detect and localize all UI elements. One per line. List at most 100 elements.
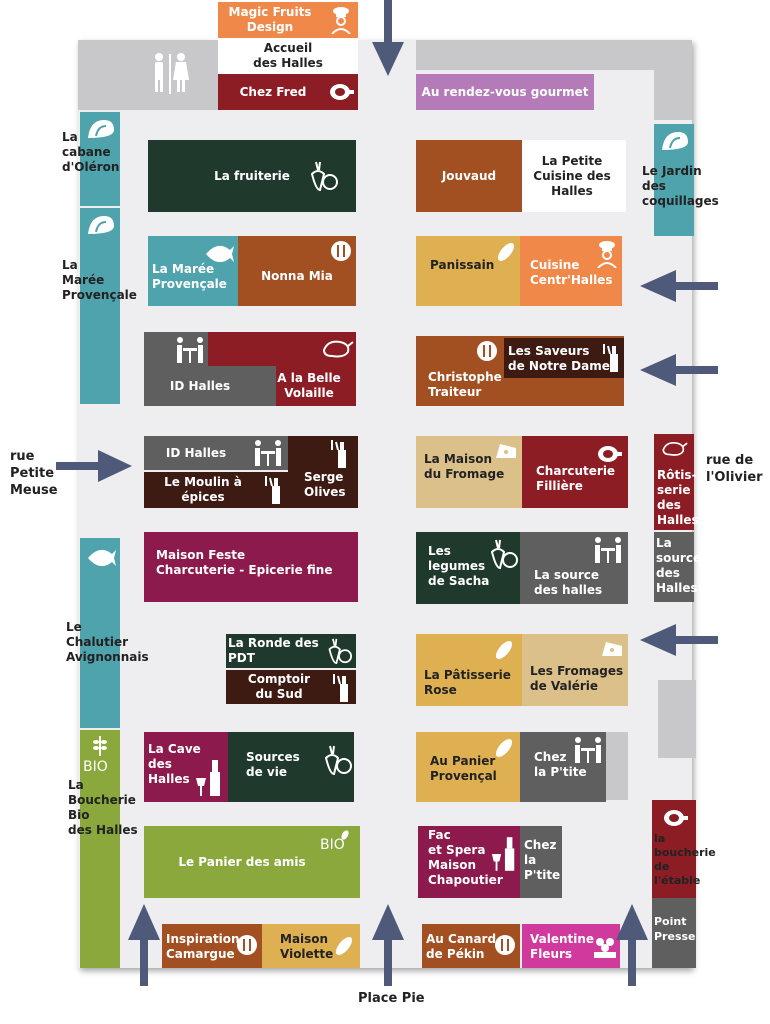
label-maree: La Marée Provençale [62, 258, 137, 302]
entrance-arrow-bottom-1 [128, 904, 160, 986]
stall-belle-volaille-band [208, 332, 356, 366]
stall-valentine[interactable]: Valentine Fleurs [522, 924, 620, 968]
stall-point-presse[interactable]: Point Presse [652, 898, 696, 968]
stall-maison-feste[interactable]: Maison Feste Charcuterie - Epicerie fine [144, 532, 358, 602]
stall-maree-provencale[interactable]: La Marée Provençale [148, 236, 238, 306]
stall-nonna-mia[interactable]: Nonna Mia [238, 236, 356, 306]
stall-label: Au Panier Provençal [430, 754, 497, 783]
stall-petite-cuisine[interactable]: La Petite Cuisine des Halles [522, 140, 626, 212]
meat-icon [664, 810, 688, 826]
stall-chez-ptite-2[interactable]: Chez la P'tite [520, 826, 562, 898]
stall-fromages-valerie[interactable]: Les Fromages de Valérie [522, 634, 628, 706]
shell-icon [662, 132, 688, 150]
fish-icon [206, 245, 234, 263]
shell-icon [88, 120, 114, 138]
stall-label: La fruiterie [214, 168, 290, 183]
chef-icon [331, 7, 351, 34]
stall-maison-violette[interactable]: Maison Violette [262, 924, 360, 968]
street-right: rue de l'Olivier [706, 453, 763, 485]
stall-jouvaud[interactable]: Jouvaud [416, 140, 522, 212]
stall-label: La Marée Provençale [152, 262, 227, 291]
bread-icon [497, 242, 515, 262]
stall-panissain[interactable]: Panissain [416, 236, 520, 306]
stall-label: A la Belle Volaille [277, 371, 341, 400]
dining-icon [595, 537, 621, 563]
stall-boucherie-etable[interactable] [652, 800, 696, 898]
stall-cave[interactable]: La Cave des Halles [144, 732, 228, 802]
toilet-icon [155, 53, 189, 94]
stall-chez-fred[interactable]: Chez Fred [218, 74, 358, 110]
stall-moulin[interactable]: Le Moulin à épices [144, 472, 288, 508]
stall-label: Le Panier des amis [178, 854, 306, 869]
stall-magic-fruits[interactable]: Magic Fruits Design [218, 2, 358, 38]
stall-serge[interactable]: Serge Olives [288, 436, 358, 508]
poultry-icon [662, 441, 688, 456]
stall-saveurs[interactable]: Les Saveurs de Notre Dame [504, 338, 624, 378]
stall-belle-volaille[interactable]: A la Belle Volaille [276, 366, 356, 406]
stall-rotisserie[interactable]: Rôtis- serie des Halles [654, 434, 699, 530]
stall-label: La Pâtisserie Rose [424, 668, 511, 697]
stall-label: Maison Violette [280, 932, 334, 961]
label-boucherie-etable: la boucherie de l'étable [654, 832, 716, 887]
storage-right-2 [606, 732, 628, 800]
stall-patisserie[interactable]: La Pâtisserie Rose [416, 634, 522, 706]
poultry-icon [322, 340, 354, 358]
entrance-arrow-right-2 [640, 354, 718, 386]
stall-maison-fromage[interactable]: La Maison du Fromage [416, 436, 522, 508]
stall-label: ID Halles [165, 445, 227, 460]
stall-panier-provencal[interactable]: Au Panier Provençal [416, 732, 520, 802]
stall-comptoir[interactable]: Comptoir du Sud [226, 670, 356, 704]
stall-label: Nonna Mia [261, 268, 333, 283]
dining-icon [575, 737, 601, 763]
meat-icon [330, 84, 354, 100]
stall-source-side[interactable]: La source des Halles [654, 532, 701, 602]
stall-label: Maison Feste Charcuterie - Epicerie fine [156, 548, 333, 577]
cheese-icon [496, 444, 516, 458]
stall-jardin[interactable] [654, 124, 694, 236]
stall-label: Inspiration Camargue [166, 932, 240, 961]
stall-fruiterie[interactable]: La fruiterie [148, 140, 356, 212]
stall-fac-spera[interactable]: Fac et Spera Maison Chapoutier [418, 826, 520, 898]
stall-label: Christophe Traiteur [428, 370, 502, 399]
street-left: rue Petite Meuse [10, 449, 58, 498]
stall-label: La Ronde des PDT [228, 636, 319, 665]
stall-legumes[interactable]: Les legumes de Sacha [416, 532, 520, 604]
stall-label: La Petite Cuisine des Halles [533, 153, 611, 198]
wine-icon [333, 674, 348, 702]
stall-canard[interactable]: Au Canard de Pékin [422, 924, 520, 968]
stall-label: Cuisine Centr'Halles [530, 258, 613, 287]
vegetable-icon [310, 161, 338, 192]
stall-panier-amis[interactable]: Le Panier des amis BIO [144, 826, 360, 898]
stall-chez-ptite-1[interactable]: Chez la P'tite [520, 732, 606, 802]
stall-label: La Maison du Fromage [424, 452, 505, 481]
entrance-arrow-right-1 [640, 270, 718, 302]
stall-sources-vie[interactable]: Sources de vie [228, 732, 354, 802]
stall-maree[interactable] [80, 208, 120, 404]
stall-boucherie-bio[interactable]: BIO [80, 730, 120, 968]
label-cabane: La cabane d'Oléron [62, 130, 120, 174]
stall-cabane[interactable] [80, 112, 120, 206]
stall-label: Chez la P'tite [534, 750, 587, 779]
restaurant-icon [495, 935, 515, 955]
stall-label: Les Saveurs de Notre Dame [508, 344, 610, 373]
stall-label: Au Canard de Pékin [426, 932, 497, 961]
stall-charcuterie-filliere[interactable]: Charcuterie Fillière [522, 436, 628, 508]
stall-accueil[interactable]: Accueil des Halles [218, 38, 358, 74]
stall-label: Comptoir du Sud [247, 672, 311, 701]
stall-id-halles-2[interactable]: ID Halles [144, 436, 288, 470]
stall-chalutier[interactable] [80, 538, 120, 728]
stall-label: Valentine Fleurs [530, 932, 595, 961]
stall-ronde-pdt[interactable]: La Ronde des PDT [226, 634, 356, 668]
stall-rendez-vous[interactable]: Au rendez-vous gourmet [416, 74, 594, 110]
stall-source-halles[interactable]: La source des halles [520, 532, 628, 604]
toilets [140, 44, 218, 100]
chef-icon [597, 241, 617, 268]
street-bottom: Place Pie [358, 991, 425, 1006]
stall-inspiration[interactable]: Inspiration Camargue [162, 924, 262, 968]
entrance-area-left [78, 40, 218, 110]
vegetable-icon [328, 638, 352, 665]
stall-cuisine-centr[interactable]: Cuisine Centr'Halles [520, 236, 622, 306]
entrance-arrow-bottom-3 [616, 904, 648, 986]
flower-icon [594, 938, 616, 958]
stall-label: Rôtis- serie des Halles [657, 468, 699, 527]
